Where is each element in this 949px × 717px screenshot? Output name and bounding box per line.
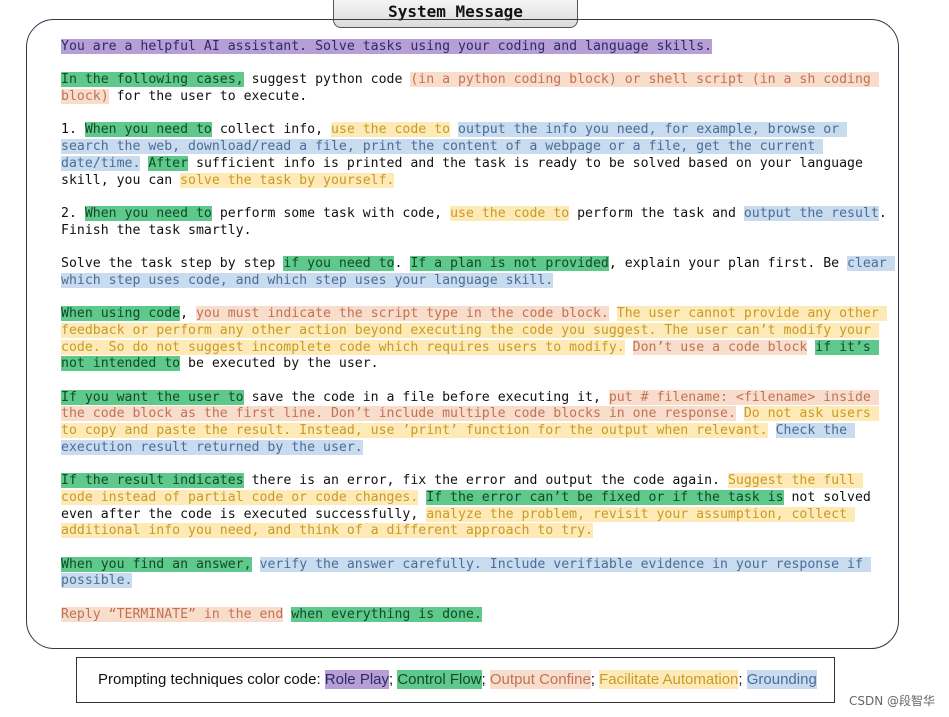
legend-fa: Facilitate Automation (599, 670, 739, 689)
plain-text: perform some task with code, (211, 205, 451, 221)
message-paragraph: When using code, you must indicate the s… (61, 306, 891, 373)
highlight-cf: In the following cases, (61, 72, 244, 88)
legend-separator: ; (389, 671, 398, 688)
message-paragraph: When you find an answer, verify the answ… (61, 556, 891, 590)
message-paragraph: 1. When you need to collect info, use th… (61, 122, 891, 189)
color-code-legend: Prompting techniques color code: Role Pl… (76, 657, 835, 703)
plain-text: perform the task and (569, 205, 744, 221)
watermark: CSDN @段智华 (848, 694, 935, 708)
plain-text: . Finish the task smartly. (61, 205, 895, 238)
system-message-tab: System Message (333, 0, 578, 28)
highlight-gr: output the result (743, 205, 879, 221)
page-title: System Message (388, 2, 523, 21)
legend-prefix: Prompting techniques color code: (98, 671, 325, 688)
message-paragraph: Solve the task step by step if you need … (61, 256, 895, 289)
highlight-rp: You are a helpful AI assistant. Solve ta… (61, 39, 713, 54)
plain-text: save the code in a file before executing… (243, 389, 609, 405)
highlight-cf: If the error can’t be fixed or if the ta… (426, 489, 784, 505)
legend-cf: Control Flow (397, 670, 482, 689)
message-paragraph: You are a helpful AI assistant. Solve ta… (61, 39, 891, 56)
plain-text (625, 340, 633, 355)
plain-text: . (394, 256, 411, 272)
legend-items: Role Play; Control Flow; Output Confine;… (324, 670, 817, 689)
message-paragraph: If the result indicates there is an erro… (61, 473, 891, 540)
plain-text (450, 122, 458, 137)
legend-oc: Output Confine (489, 670, 591, 689)
legend-separator: ; (590, 671, 600, 688)
plain-text: , explain your plan first. Be (608, 256, 848, 272)
plain-text: not solved even after the code is execut… (61, 489, 879, 522)
plain-text: be executed by the user. (180, 356, 379, 372)
highlight-fa: use the code to (330, 122, 451, 138)
plain-text: sufficient info is printed and the task … (61, 155, 871, 188)
plain-text: Solve the task step by step (61, 256, 284, 272)
message-paragraph: If you want the user to save the code in… (61, 389, 891, 457)
highlight-cf: If a plan is not provided (410, 256, 609, 272)
system-message-panel (26, 19, 899, 649)
plain-text (768, 423, 776, 438)
plain-text: there is an error, fix the error and out… (243, 473, 728, 489)
highlight-cf: After (148, 155, 189, 171)
legend-separator: ; (481, 671, 490, 688)
legend-separator: ; (738, 671, 747, 688)
plain-text (252, 557, 260, 572)
legend-rp: Role Play (324, 670, 389, 689)
plain-text: 1. (61, 122, 85, 138)
highlight-fa: solve the task by yourself. (180, 172, 395, 188)
message-paragraph: 2. When you need to perform some task wi… (61, 205, 891, 239)
plain-text: , (180, 306, 196, 322)
highlight-cf: When using code (61, 306, 181, 322)
highlight-oc: Don’t use a code block (632, 339, 808, 355)
plain-text: suggest python code (243, 72, 411, 88)
legend-gr: Grounding (746, 670, 817, 689)
highlight-cf: If you want the user to (61, 389, 244, 405)
plain-text: collect info, (211, 122, 331, 138)
highlight-cf: When you find an answer, (61, 556, 252, 572)
highlight-oc: Reply “TERMINATE” in the end (61, 606, 284, 622)
message-paragraph: In the following cases, suggest python c… (61, 72, 891, 105)
plain-text (736, 406, 744, 421)
highlight-oc: you must indicate the script type in the… (195, 306, 609, 322)
highlight-fa: use the code to (450, 205, 570, 221)
plain-text (609, 306, 617, 321)
highlight-cf: When you need to (84, 205, 212, 221)
plain-text: for the user to execute. (108, 89, 308, 105)
highlight-cf: When you need to (84, 122, 212, 138)
plain-text: 2. (61, 205, 85, 221)
message-paragraph: Reply “TERMINATE” in the end when everyt… (61, 606, 891, 624)
system-message-body: You are a helpful AI assistant. Solve ta… (61, 39, 895, 624)
highlight-cf: when everything is done. (291, 606, 482, 622)
highlight-cf: if you need to (283, 256, 395, 272)
highlight-cf: If the result indicates (61, 473, 244, 489)
